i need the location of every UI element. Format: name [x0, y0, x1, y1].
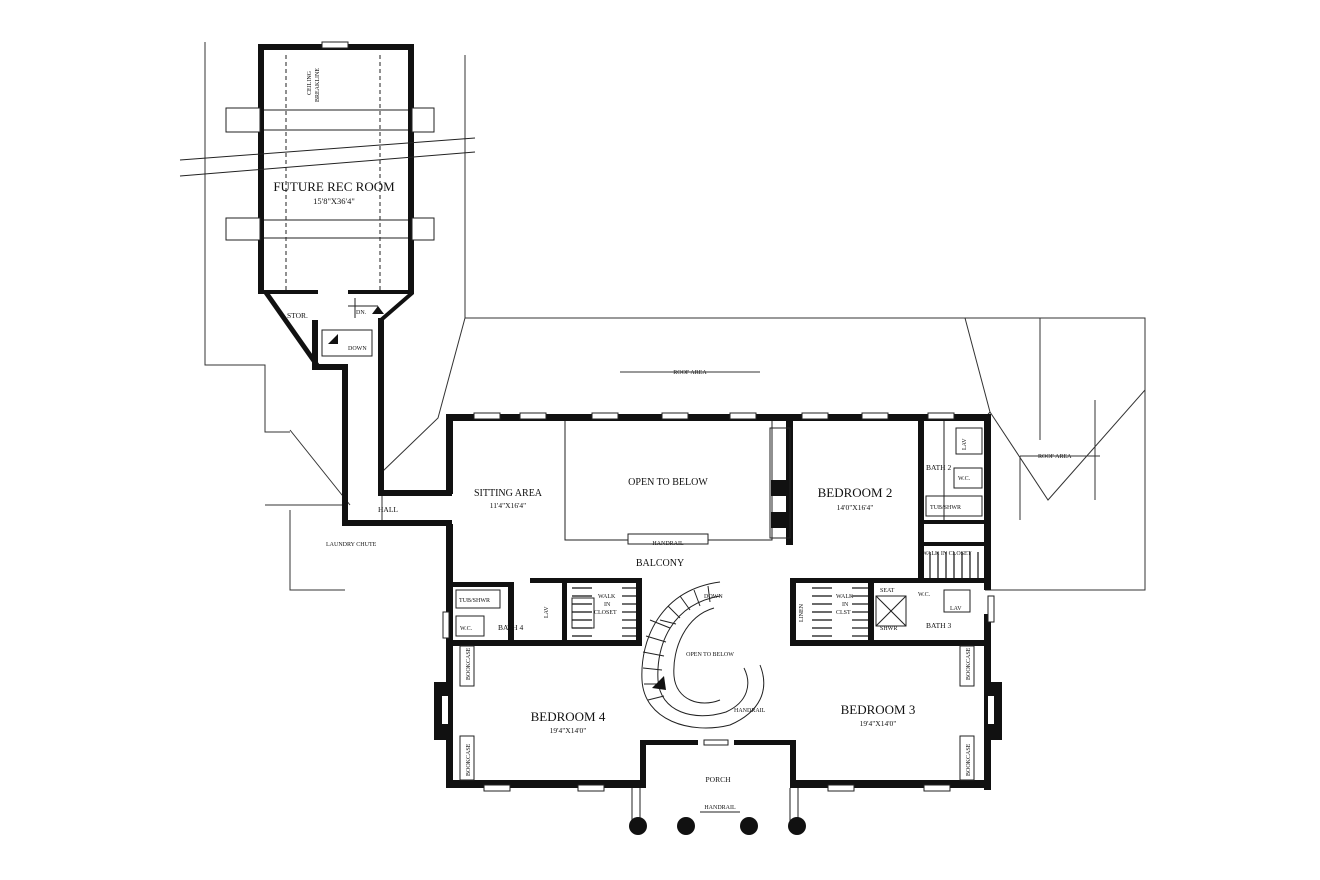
hall-label: HALL	[378, 505, 398, 514]
seat-label: SEAT	[880, 588, 895, 594]
wc-label-3: W.C.	[918, 592, 931, 598]
bookcase-label: BOOKCASE	[466, 743, 472, 776]
clst-label: CLST	[836, 610, 851, 616]
shower-label: SHWR	[880, 626, 897, 632]
handrail-label: HANDRAIL	[652, 541, 684, 547]
porch-label: PORCH	[705, 775, 731, 784]
storage-label: STOR.	[287, 311, 308, 320]
sitting-area-name: SITTING AREA	[474, 488, 543, 499]
wc-label-4: W.C.	[460, 626, 473, 632]
linen-label: LINEN	[799, 603, 805, 622]
plan-labels: CEILING BREAKLINE FUTURE REC ROOM 15'8"X…	[273, 68, 1072, 811]
rec-room-dims: 15'8"X36'4"	[313, 196, 355, 206]
bedroom-4-name: BEDROOM 4	[531, 709, 606, 724]
closet-label: CLOSET	[594, 610, 617, 616]
bedroom-2-dims: 14'0"X16'4"	[837, 503, 874, 512]
down-stair-label: DOWN	[704, 594, 723, 600]
breakline-label: BREAKLINE	[315, 68, 321, 102]
down-small-label: DOWN	[348, 346, 367, 352]
open-to-below-stair-label: OPEN TO BELOW	[686, 652, 734, 658]
bookcase-label: BOOKCASE	[466, 647, 472, 680]
future-rec-room-walls	[179, 41, 476, 526]
ceiling-label: CEILING	[307, 70, 313, 95]
bath-3-label: BATH 3	[926, 621, 951, 630]
bedroom-4-dims: 19'4"X14'0"	[550, 726, 587, 735]
down-label: DN.	[356, 310, 367, 316]
walk-label: WALK	[598, 594, 616, 600]
open-to-below-label: OPEN TO BELOW	[628, 477, 708, 488]
bedroom-3-dims: 19'4"X14'0"	[860, 719, 897, 728]
main-house-walls	[434, 412, 1002, 792]
porch-column	[788, 817, 806, 835]
porch-column	[677, 817, 695, 835]
rec-room-name: FUTURE REC ROOM	[273, 179, 395, 194]
walk-in-closet-label: WALK IN CLOSET	[922, 551, 972, 557]
bath-4-label: BATH 4	[498, 623, 523, 632]
sitting-area-dims: 11'4"X16'4"	[490, 501, 526, 510]
roof-area-label: ROOF AREA	[673, 370, 707, 376]
walk-label-3: WALK	[836, 594, 854, 600]
laundry-chute-label: LAUNDRY CHUTE	[326, 542, 377, 548]
porch-column	[629, 817, 647, 835]
spiral-staircase	[641, 581, 765, 729]
lav-label: LAV	[962, 438, 968, 450]
bath-2-label: BATH 2	[926, 463, 951, 472]
handrail-stair-label: HANDRAIL	[734, 708, 766, 714]
bedroom-2-name: BEDROOM 2	[818, 485, 893, 500]
bookcase-label: BOOKCASE	[966, 647, 972, 680]
wc-label: W.C.	[958, 476, 971, 482]
bedroom-3-name: BEDROOM 3	[841, 702, 916, 717]
roof-area-label-right: ROOF AREA	[1038, 454, 1072, 460]
lav-label-4: LAV	[544, 606, 550, 618]
roof-outline	[204, 42, 1146, 591]
tub-shower-label: TUB/SHWR	[930, 505, 961, 511]
tub-shower-label-4: TUB/SHWR	[459, 598, 490, 604]
bookcase-label: BOOKCASE	[966, 743, 972, 776]
balcony-label: BALCONY	[636, 558, 684, 569]
in-label-3: IN	[842, 602, 849, 608]
lav-label-3: LAV	[950, 606, 962, 612]
porch-column	[740, 817, 758, 835]
porch-columns	[629, 788, 806, 835]
handrail-porch-label: HANDRAIL	[704, 805, 736, 811]
in-label: IN	[604, 602, 611, 608]
